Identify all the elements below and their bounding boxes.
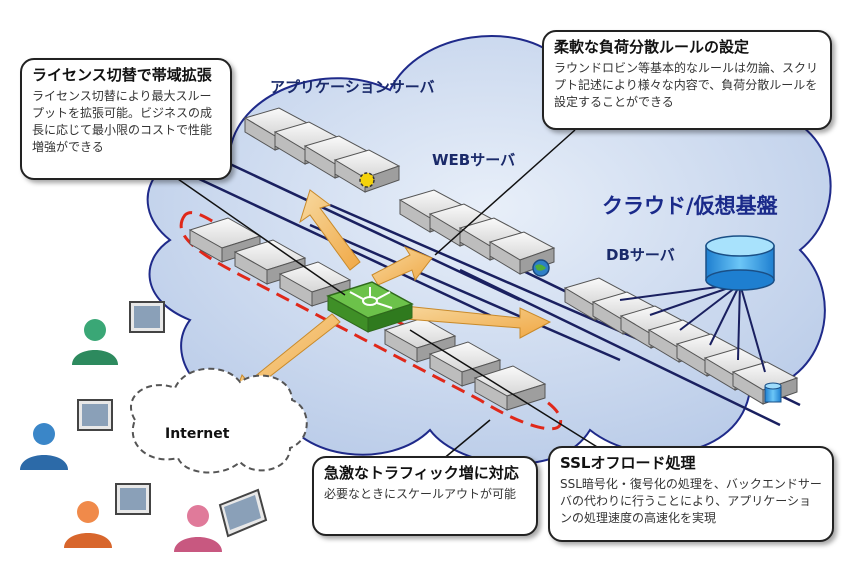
user-blue-icon — [20, 399, 113, 470]
callout-rules: 柔軟な負荷分散ルールの設定 ラウンドロビン等基本的なルールは勿論、スクリプト記述… — [542, 30, 832, 130]
arrow-to-db — [392, 304, 552, 339]
web-server-rail — [309, 203, 641, 362]
small-db-icon — [764, 382, 782, 403]
db-servers-label: DBサーバ — [606, 246, 675, 264]
callout-traffic: 急激なトラフィック増に対応 必要なときにスケールアウトが可能 — [312, 456, 538, 536]
callout-traffic-body: 必要なときにスケールアウトが可能 — [324, 487, 517, 501]
user-green-icon — [72, 301, 165, 365]
callout-traffic-title: 急激なトラフィック増に対応 — [324, 464, 519, 482]
arrow-to-app — [299, 189, 361, 271]
callout-license: ライセンス切替で帯域拡張 ライセンス切替により最大スループットを拡張可能。ビジネ… — [20, 58, 232, 180]
user-orange-icon — [64, 483, 151, 548]
callout-pointers — [164, 129, 611, 471]
internet-cloud — [130, 367, 308, 474]
app-servers — [243, 107, 401, 193]
cloud-label: クラウド/仮想基盤 — [602, 194, 778, 218]
web-servers-label: WEBサーバ — [432, 151, 516, 169]
gear-icon — [359, 172, 375, 188]
callout-license-title: ライセンス切替で帯域拡張 — [32, 66, 212, 84]
lb-switches — [188, 217, 547, 411]
user-pink-laptop-icon — [174, 488, 268, 552]
internet-label: Internet — [165, 426, 230, 442]
scaleout-ring — [179, 211, 563, 431]
callout-rules-title: 柔軟な負荷分散ルールの設定 — [554, 38, 750, 56]
arrow-to-web — [371, 245, 433, 286]
database-icon — [705, 235, 775, 291]
db-servers — [563, 277, 799, 405]
app-servers-label: アプリケーションサーバ — [270, 78, 435, 96]
users — [20, 301, 268, 552]
callout-ssl: SSLオフロード処理 SSL暗号化・復号化の処理を、バックエンドサーバの代わりに… — [548, 446, 834, 542]
callout-license-body: ライセンス切替により最大スループットを拡張可能。ビジネスの成長に応じて最小限のコ… — [32, 89, 213, 154]
active-lb-switch — [326, 281, 414, 333]
callout-rules-body: ラウンドロビン等基本的なルールは勿論、スクリプト記述により様々な内容で、負荷分散… — [554, 61, 819, 109]
callout-ssl-title: SSLオフロード処理 — [560, 454, 696, 472]
web-servers — [398, 189, 556, 277]
callout-ssl-body: SSL暗号化・復号化の処理を、バックエンドサーバの代わりに行うことにより、アプリ… — [560, 477, 822, 525]
